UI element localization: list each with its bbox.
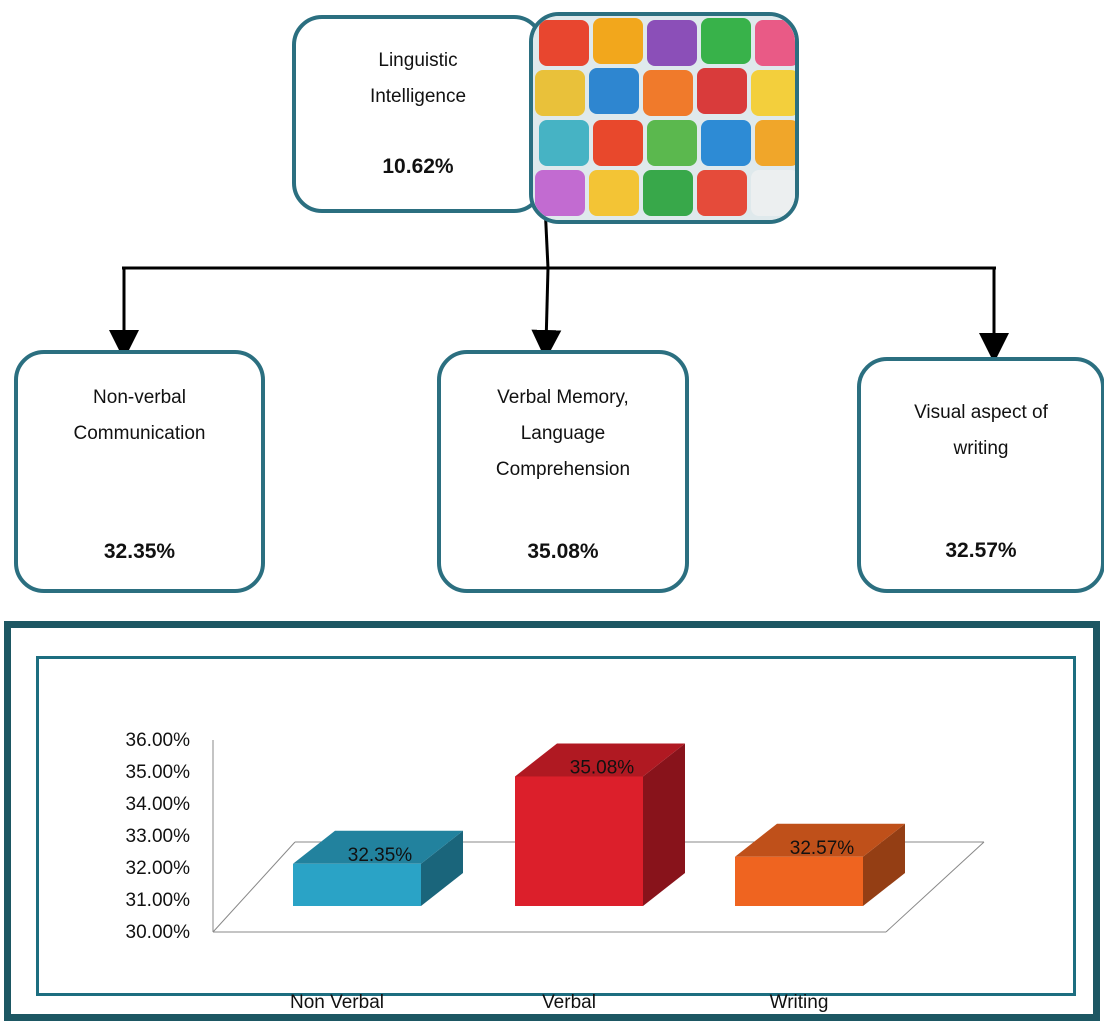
nonverbal-percentage: 32.35%	[103, 540, 176, 563]
top-title-line2: Intelligence	[369, 86, 467, 107]
category-label-0: Non Verbal	[290, 992, 384, 1013]
visual-writing-box: Visual aspect of writing 32.57%	[857, 357, 1104, 593]
visual-line2: writing	[953, 438, 1009, 459]
visual-percentage: 32.57%	[945, 539, 1017, 562]
bar-0	[293, 863, 421, 906]
floor-left-edge	[212, 841, 296, 933]
y-tick-label: 31.00%	[126, 890, 191, 911]
y-tick-label: 32.00%	[126, 858, 191, 879]
verbal-line3: Comprehension	[495, 459, 631, 480]
verbal-line1: Verbal Memory,	[497, 387, 629, 408]
y-tick-label: 35.00%	[126, 762, 191, 783]
bar-top-2	[735, 823, 905, 857]
linguistic-intelligence-box: Linguistic Intelligence 10.62%	[292, 15, 544, 213]
top-title-line1: Linguistic	[378, 50, 458, 71]
alphabet-blocks-image	[529, 12, 799, 224]
bar-side-2	[863, 823, 905, 906]
y-tick-label: 33.00%	[126, 826, 191, 847]
bar-data-label-0: 32.35%	[348, 845, 413, 866]
arrow-verbal	[531, 267, 562, 360]
bar-1	[515, 776, 643, 906]
nonverbal-line2: Communication	[73, 423, 206, 444]
top-percentage: 10.62%	[382, 155, 454, 178]
verbal-line2: Language	[520, 423, 606, 444]
connector-lines	[109, 204, 1009, 363]
bar-side-1	[643, 743, 685, 906]
bar-side-0	[421, 830, 463, 906]
y-tick-label: 30.00%	[126, 922, 191, 943]
y-tick-label: 34.00%	[126, 794, 191, 815]
bar-data-label-1: 35.08%	[570, 757, 635, 778]
nonverbal-communication-box: Non-verbal Communication 32.35%	[14, 350, 265, 593]
bar-2	[735, 856, 863, 906]
bar-top-0	[293, 830, 463, 864]
category-label-2: Writing	[770, 992, 829, 1013]
category-label-1: Verbal	[542, 992, 596, 1013]
bar-top-1	[515, 743, 685, 777]
verbal-memory-box: Verbal Memory, Language Comprehension 35…	[437, 350, 689, 593]
visual-line1: Visual aspect of	[914, 402, 1048, 423]
bar-data-label-2: 32.57%	[790, 838, 855, 859]
verbal-percentage: 35.08%	[527, 540, 599, 563]
nonverbal-line1: Non-verbal	[93, 387, 186, 408]
y-tick-label: 36.00%	[126, 730, 191, 751]
floor-right-edge	[885, 841, 985, 933]
